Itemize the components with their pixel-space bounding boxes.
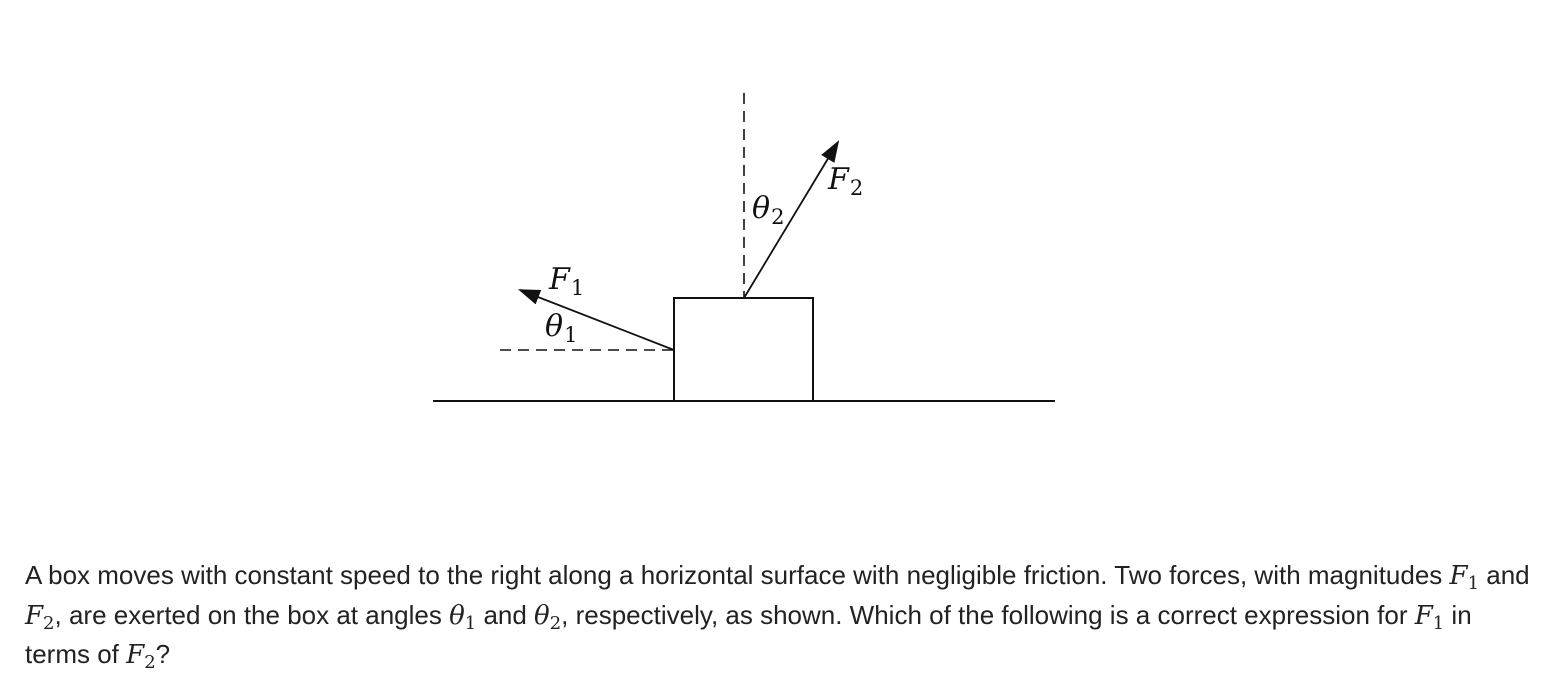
force-f1-arrow <box>517 289 675 351</box>
force-diagram: F1 θ1 F2 θ2 <box>433 93 1055 402</box>
math-f1: F1 <box>1449 561 1480 594</box>
f2-label: F2 <box>827 162 863 200</box>
math-theta2: θ2 <box>534 600 562 634</box>
f1-label: F1 <box>548 262 584 300</box>
force-f2-arrow <box>743 140 840 299</box>
theta1-label: θ1 <box>545 309 577 347</box>
math-f2: F2 <box>25 600 55 634</box>
math-f2-second: F2 <box>126 640 156 673</box>
question-text: A box moves with constant speed to the r… <box>25 560 1530 673</box>
math-f1-second: F1 <box>1414 600 1445 634</box>
math-theta1: θ1 <box>449 600 477 634</box>
theta2-label: θ2 <box>752 191 784 229</box>
box <box>673 297 814 402</box>
